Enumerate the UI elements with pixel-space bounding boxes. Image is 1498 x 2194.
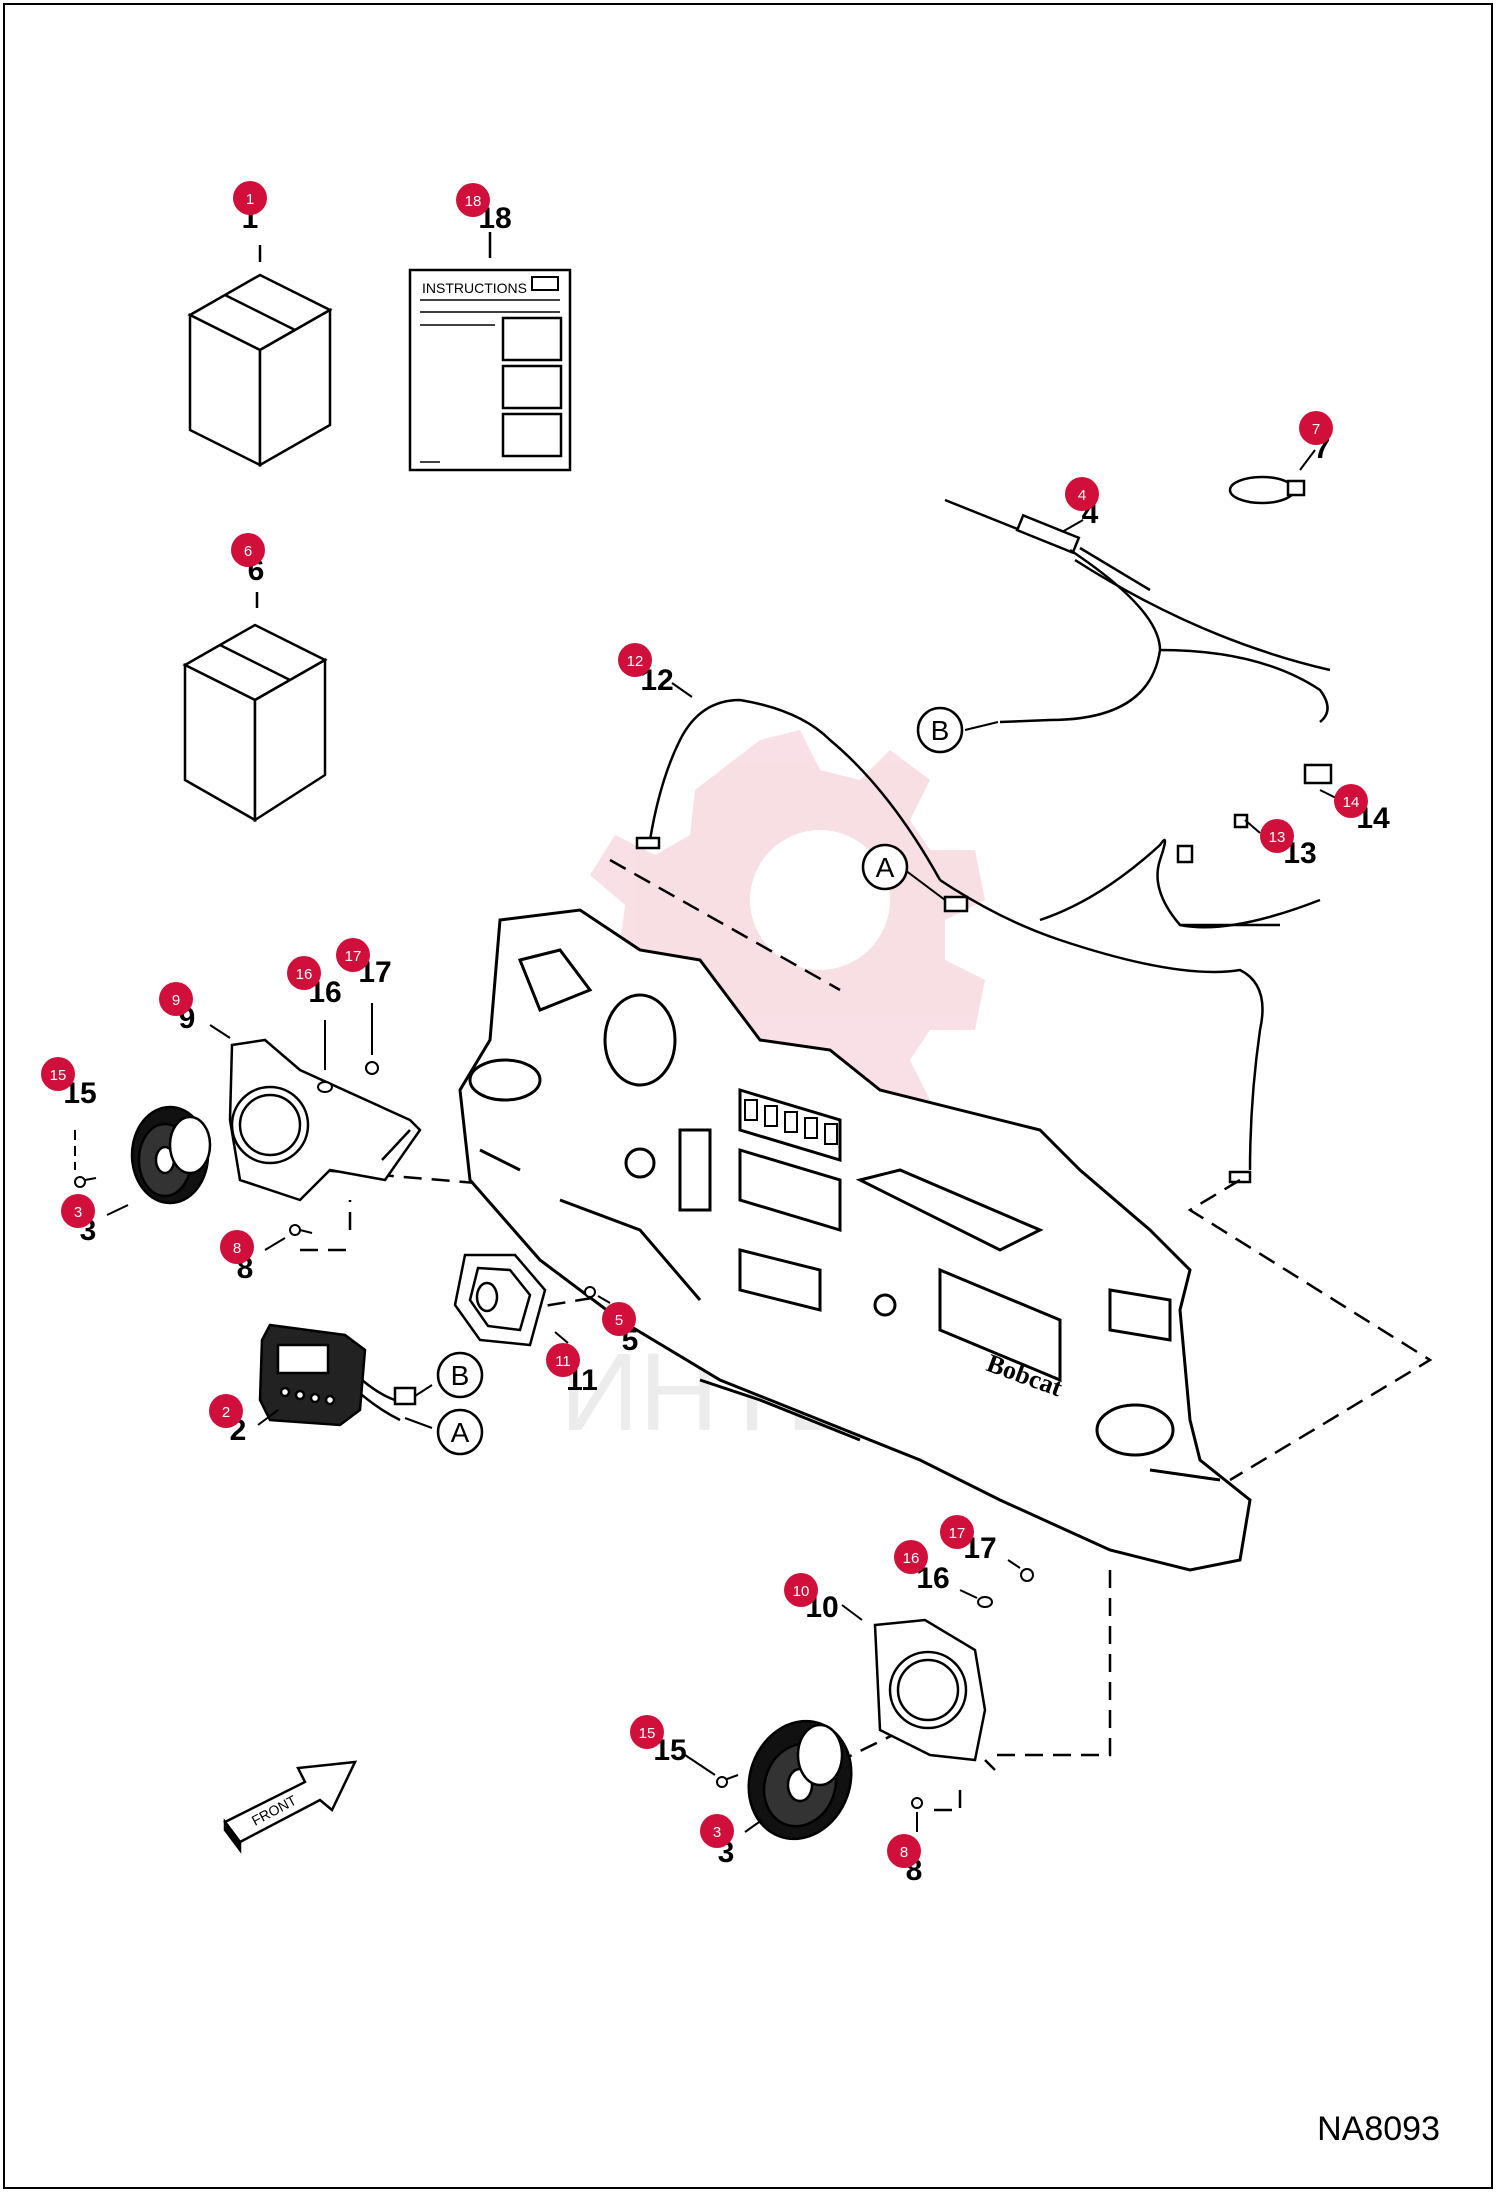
leader-4 xyxy=(1061,519,1084,533)
svg-text:17: 17 xyxy=(345,948,362,965)
leader-2 xyxy=(257,1409,279,1426)
ref-circle-A-radio: A xyxy=(436,1408,484,1456)
dashboard-grille xyxy=(744,1099,838,1145)
ref-label: B xyxy=(931,715,950,746)
leader-13 xyxy=(1244,819,1261,834)
callout-9[interactable]: 99 xyxy=(159,982,195,1035)
svg-text:13: 13 xyxy=(1269,829,1286,846)
diagram-frame xyxy=(3,3,1493,2189)
screw-8-left xyxy=(289,1224,313,1236)
svg-text:6: 6 xyxy=(244,543,252,560)
instructions-label: INSTRUCTIONS xyxy=(422,280,527,296)
svg-text:10: 10 xyxy=(793,1583,810,1600)
screw-5 xyxy=(584,1286,596,1298)
callout-7[interactable]: 77 xyxy=(1299,411,1333,465)
screw-15-right xyxy=(716,1774,739,1788)
speaker-left xyxy=(130,1105,212,1205)
speaker-bracket-left xyxy=(228,1038,422,1202)
leader-5 xyxy=(597,1295,611,1304)
ref-label: A xyxy=(876,852,895,883)
antenna xyxy=(944,498,1331,724)
washer-nut-right xyxy=(959,1559,1034,1608)
svg-text:18: 18 xyxy=(465,193,482,210)
callout-5[interactable]: 55 xyxy=(602,1302,638,1357)
leader-11 xyxy=(554,1331,569,1344)
dashboard-panel xyxy=(458,908,1252,1572)
ref-label: A xyxy=(451,1417,470,1448)
cable-tie xyxy=(1228,475,1306,505)
svg-text:14: 14 xyxy=(1343,794,1360,811)
connector-line-B-antenna xyxy=(964,721,999,731)
callout-4[interactable]: 44 xyxy=(1065,477,1099,530)
ref-label: B xyxy=(451,1360,470,1391)
svg-text:7: 7 xyxy=(1312,421,1320,438)
screw-15-left xyxy=(74,1130,97,1188)
part-6-box xyxy=(182,623,328,823)
callout-8-left[interactable]: 88 xyxy=(220,1230,254,1285)
connector-line-A-radio xyxy=(404,1417,433,1429)
svg-text:17: 17 xyxy=(949,1525,966,1542)
svg-text:3: 3 xyxy=(74,1204,82,1221)
part-1-box xyxy=(187,273,333,468)
svg-text:2: 2 xyxy=(222,1404,230,1421)
leader-10 xyxy=(841,1604,863,1621)
leader-9 xyxy=(209,1024,231,1039)
callout-1[interactable]: 11 xyxy=(233,181,267,235)
svg-text:15: 15 xyxy=(50,1067,67,1084)
svg-text:16: 16 xyxy=(903,1550,920,1567)
svg-text:9: 9 xyxy=(172,992,180,1009)
callout-3-left[interactable]: 33 xyxy=(61,1194,96,1247)
radio-unit xyxy=(258,1323,417,1427)
callout-8-right[interactable]: 88 xyxy=(887,1834,922,1887)
instructions-sheet xyxy=(408,268,572,472)
leader-15b xyxy=(684,1754,716,1776)
svg-text:15: 15 xyxy=(639,1725,656,1742)
radio-bezel xyxy=(453,1253,547,1347)
wire-harness xyxy=(635,698,1333,1184)
svg-text:8: 8 xyxy=(900,1844,908,1861)
svg-text:3: 3 xyxy=(713,1824,721,1841)
leader-3a xyxy=(106,1204,129,1216)
callout-6[interactable]: 66 xyxy=(231,533,265,587)
screw-8-right xyxy=(911,1797,923,1809)
svg-text:11: 11 xyxy=(555,1353,571,1370)
leader-8a xyxy=(264,1237,286,1251)
svg-text:5: 5 xyxy=(615,1312,623,1329)
front-arrow xyxy=(223,1760,358,1854)
speaker-bracket-right xyxy=(873,1618,996,1771)
leader-3b xyxy=(744,1819,763,1833)
ref-circle-B-radio: B xyxy=(436,1351,484,1399)
svg-text:8: 8 xyxy=(233,1240,241,1257)
leader-7 xyxy=(1299,449,1316,471)
leader-12 xyxy=(671,682,693,698)
svg-text:4: 4 xyxy=(1078,487,1086,504)
connector-line-B-radio xyxy=(414,1384,433,1397)
callout-2[interactable]: 22 xyxy=(209,1394,246,1447)
ref-circle-A-harness: A xyxy=(861,843,909,891)
svg-text:12: 12 xyxy=(627,653,644,670)
speaker-right xyxy=(747,1719,853,1841)
connector-line-A-harness xyxy=(904,869,946,901)
svg-text:1: 1 xyxy=(246,191,254,208)
ref-circle-B-antenna: B xyxy=(916,706,964,754)
callout-3-right[interactable]: 33 xyxy=(700,1814,734,1869)
svg-text:16: 16 xyxy=(296,966,313,983)
washer-nut-left xyxy=(317,1003,379,1093)
figure-id: NA8093 xyxy=(1317,2110,1440,2148)
